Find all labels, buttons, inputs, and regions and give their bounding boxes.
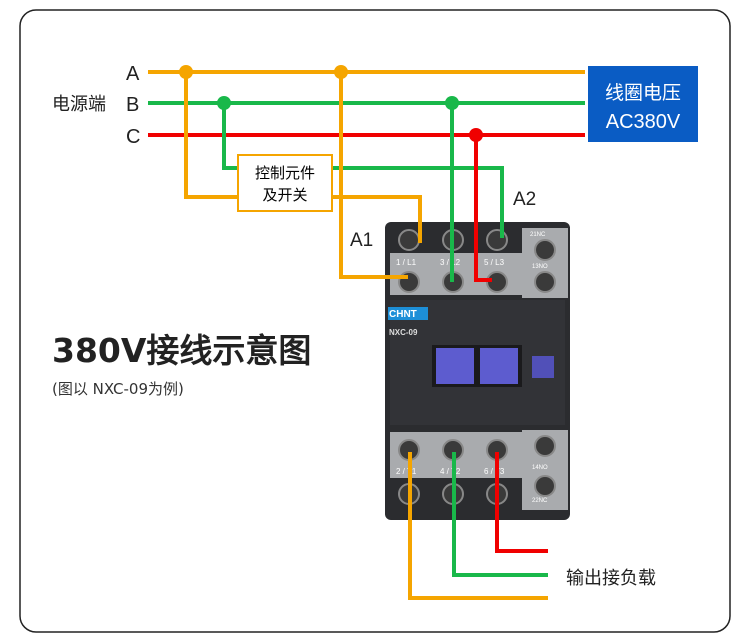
wire-t2-out <box>452 452 548 577</box>
wire-b-to-a2 <box>222 103 504 238</box>
wire-t1-out <box>408 452 548 600</box>
coil-voltage-box <box>588 66 698 142</box>
coil-box-line2: AC380V <box>606 111 681 133</box>
terminal-screw <box>398 229 420 251</box>
phase-label-a: A <box>126 63 140 85</box>
model-label: NXC-09 <box>389 328 418 337</box>
phase-label-b: B <box>126 94 139 116</box>
control-box-line2: 及开关 <box>262 186 307 204</box>
wire-a-to-l1 <box>339 72 408 279</box>
junction-dots <box>179 65 483 142</box>
page-title: 380V接线示意图 <box>52 331 311 370</box>
aux-label-14no: 14NO <box>532 465 548 471</box>
control-box-line1: 控制元件 <box>255 164 315 182</box>
aux-label-21nc: 21NC <box>530 232 546 238</box>
control-box <box>237 154 333 212</box>
terminal-screw <box>534 239 556 261</box>
terminal-screw <box>534 271 556 293</box>
wire-t3-out <box>495 452 548 553</box>
terminal-screw <box>534 435 556 457</box>
phase-label-c: C <box>126 126 140 148</box>
terminal-label-l1: 1 / L1 <box>396 258 417 267</box>
terminal-screw <box>534 475 556 497</box>
aux-label-13no: 13NO <box>532 264 548 270</box>
terminal-label-t2: 4 / T2 <box>440 467 461 476</box>
aux-label-22nc: 22NC <box>532 498 548 504</box>
terminal-label-l3: 5 / L3 <box>484 258 505 267</box>
a2-label: A2 <box>513 189 536 210</box>
terminal-label-t1: 2 / T1 <box>396 467 417 476</box>
subtitle: (图以 NXC-09为例) <box>52 380 184 398</box>
outer-border <box>19 9 731 633</box>
output-label: 输出接负载 <box>566 568 656 589</box>
terminal-label-t3: 6 / T3 <box>484 467 505 476</box>
a1-label: A1 <box>350 230 373 251</box>
brand-logo: CHNT <box>389 309 417 320</box>
wire-c-to-l3 <box>474 135 492 282</box>
contactor: CHNT NXC-09 1 / L1 3 / L2 5 / L3 2 / T1 … <box>385 222 570 520</box>
source-label: 电源端 <box>52 94 106 115</box>
coil-box-line1: 线圈电压 <box>605 82 681 104</box>
